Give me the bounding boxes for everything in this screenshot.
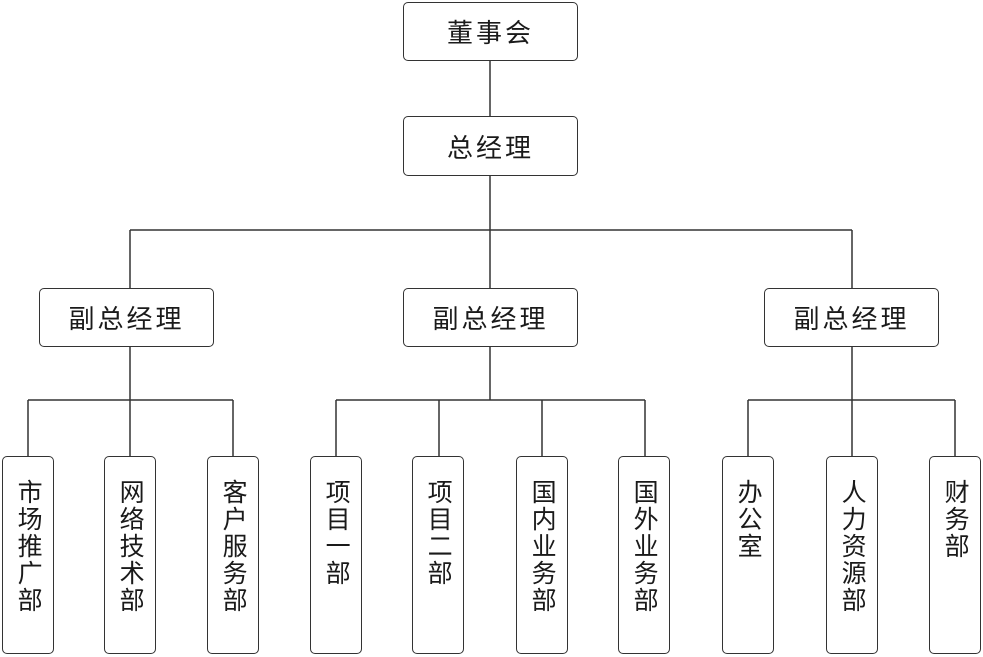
department-box-customer-service: 客户服务部 xyxy=(207,456,259,654)
deputy-manager-box-2: 副总经理 xyxy=(403,288,578,347)
department-box-foreign-business: 国外业务部 xyxy=(618,456,670,654)
department-box-finance: 财务部 xyxy=(929,456,981,654)
deputy-manager-label: 副总经理 xyxy=(432,305,549,335)
general-manager-box: 总经理 xyxy=(403,116,578,176)
department-box-project-2: 项目二部 xyxy=(412,456,464,654)
department-label: 项目二部 xyxy=(424,479,454,587)
department-box-office: 办公室 xyxy=(722,456,774,654)
board-box: 董事会 xyxy=(403,2,578,61)
department-label: 客户服务部 xyxy=(219,479,249,614)
department-label: 市场推广部 xyxy=(14,479,44,614)
deputy-manager-label: 副总经理 xyxy=(68,305,185,335)
department-box-network-tech: 网络技术部 xyxy=(104,456,156,654)
department-label: 财务部 xyxy=(941,479,971,560)
department-label: 国内业务部 xyxy=(528,479,558,614)
general-manager-label: 总经理 xyxy=(446,133,534,164)
department-label: 国外业务部 xyxy=(630,479,660,614)
department-box-human-resources: 人力资源部 xyxy=(826,456,878,654)
board-label: 董事会 xyxy=(446,19,534,49)
department-label: 项目一部 xyxy=(322,479,352,587)
deputy-manager-box-3: 副总经理 xyxy=(764,288,939,347)
deputy-manager-label: 副总经理 xyxy=(793,305,910,335)
department-label: 人力资源部 xyxy=(838,479,868,614)
department-label: 办公室 xyxy=(734,479,764,560)
department-box-project-1: 项目一部 xyxy=(310,456,362,654)
department-label: 网络技术部 xyxy=(116,479,146,614)
department-box-domestic-business: 国内业务部 xyxy=(516,456,568,654)
deputy-manager-box-1: 副总经理 xyxy=(39,288,214,347)
department-box-marketing: 市场推广部 xyxy=(2,456,54,654)
